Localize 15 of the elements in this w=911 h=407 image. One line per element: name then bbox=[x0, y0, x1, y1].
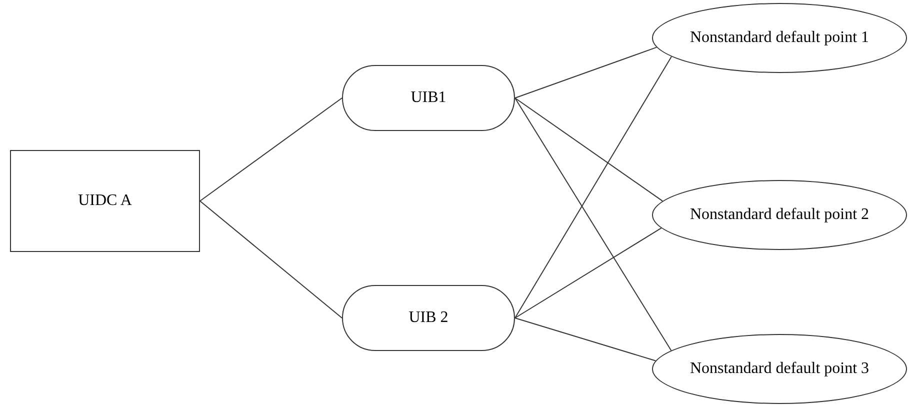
node-label: UIB1 bbox=[410, 88, 446, 108]
node-label: Nonstandard default point 1 bbox=[690, 28, 870, 48]
connector-line bbox=[514, 98, 664, 202]
node-label: Nonstandard default point 2 bbox=[690, 205, 870, 225]
process-box bbox=[10, 150, 200, 252]
node-label: UIDC A bbox=[78, 191, 132, 211]
connector-line bbox=[514, 46, 658, 98]
connector-line bbox=[514, 56, 672, 318]
node-label: Nonstandard default point 3 bbox=[690, 359, 870, 379]
node-label: UIB 2 bbox=[408, 308, 448, 328]
connector-line bbox=[514, 318, 656, 362]
connector-line bbox=[514, 98, 672, 352]
connector-line bbox=[514, 228, 662, 318]
connector-line bbox=[200, 98, 342, 202]
connector-line bbox=[200, 200, 342, 318]
